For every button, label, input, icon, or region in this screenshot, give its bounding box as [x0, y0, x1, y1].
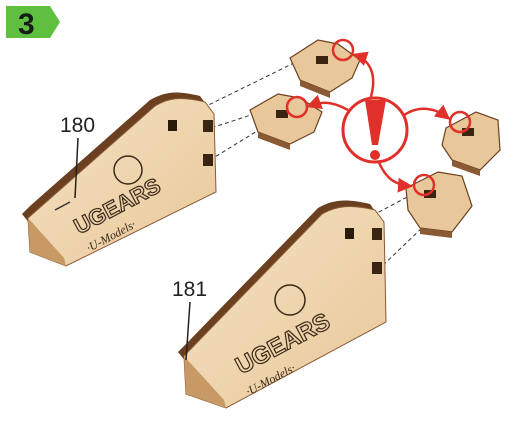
connector-piece-left [250, 94, 322, 150]
part-number: 181 [172, 278, 207, 301]
panel-180: UGEARS ·U-Models· [22, 93, 216, 266]
step-number: 3 [18, 8, 35, 41]
warning-icon [343, 98, 407, 162]
connector-piece-bottom [406, 172, 472, 238]
step-badge: 3 [6, 6, 60, 41]
part-number: 180 [60, 114, 95, 137]
panel-181: UGEARS ·U-Models· [178, 201, 386, 408]
connector-piece-top [290, 40, 360, 98]
